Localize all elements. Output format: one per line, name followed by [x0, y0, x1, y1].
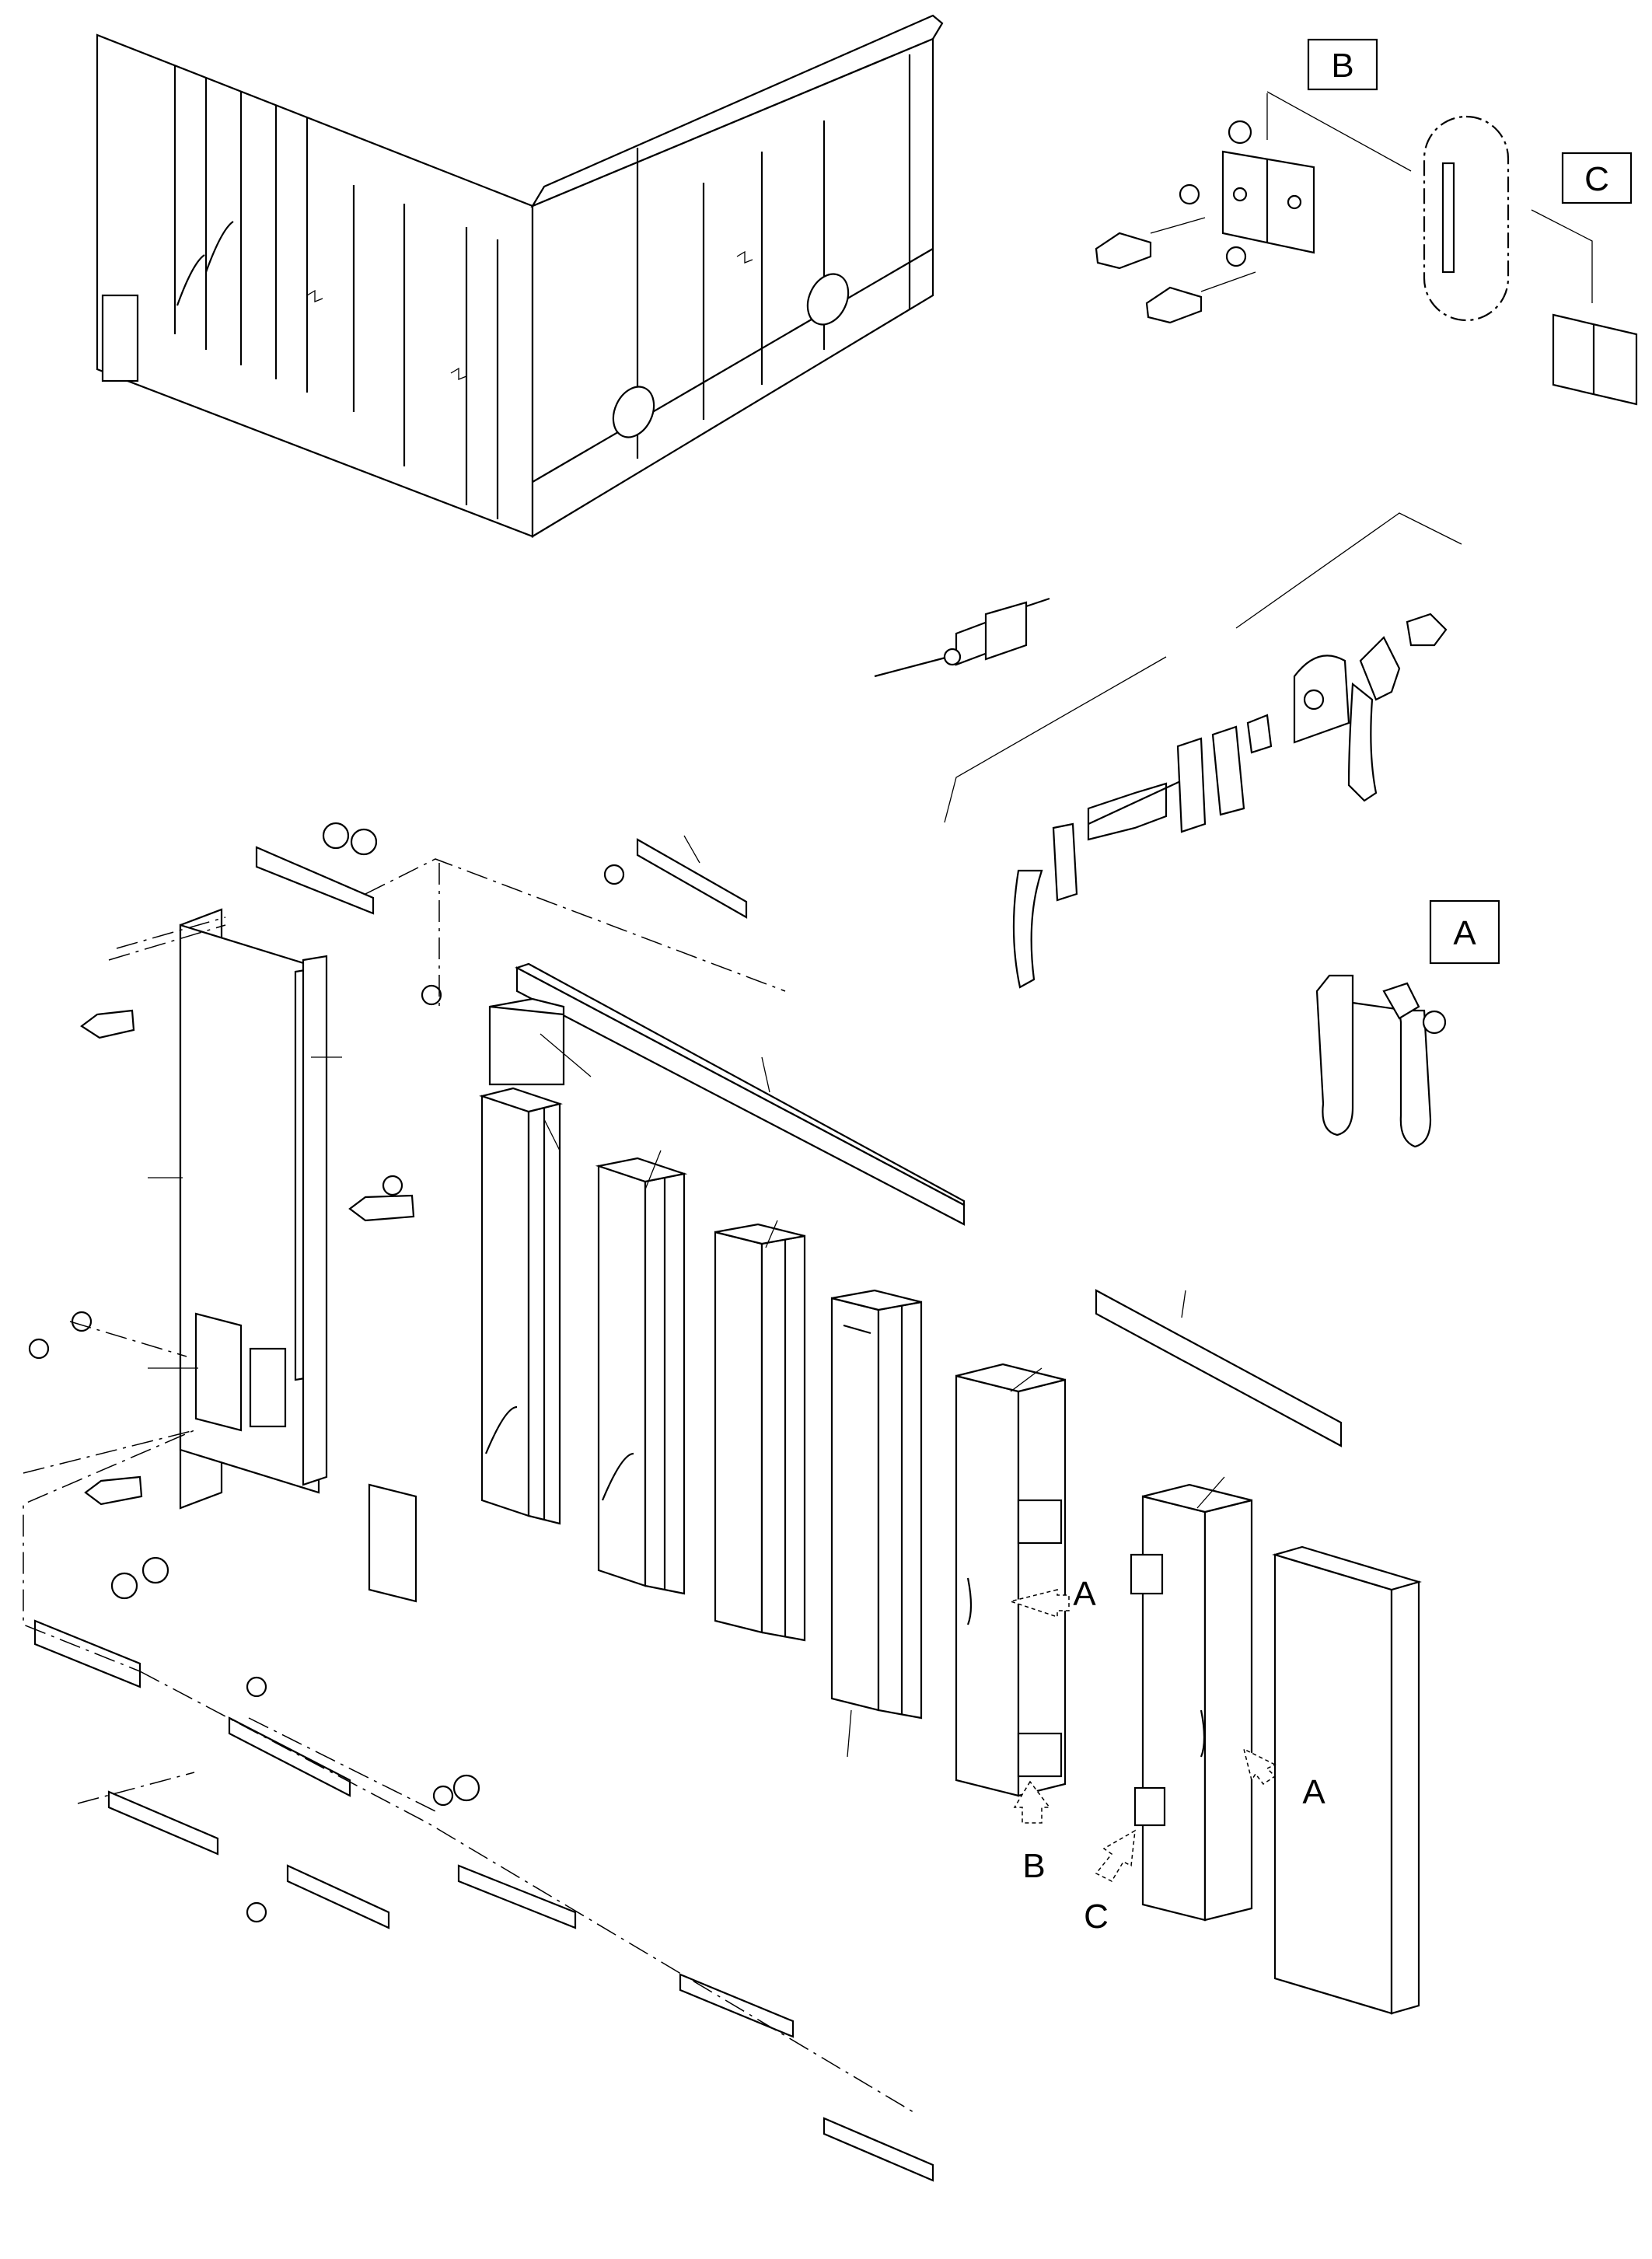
- latch-detail-a: A: [874, 512, 1500, 1148]
- rails: [33, 838, 1343, 2182]
- leader-lines: [148, 835, 1225, 1758]
- right-end-panel: [1272, 1545, 1422, 2015]
- exploded-panels: [23, 822, 1422, 2182]
- assembled-latch-handle: [1315, 974, 1447, 1148]
- view-arrow-a-upper: [1008, 1589, 1070, 1618]
- view-arrow-c: [1095, 1829, 1136, 1882]
- junction-box: [488, 997, 565, 1086]
- view-arrows: A B A C: [1008, 1575, 1325, 1936]
- detail-box-b: [1307, 38, 1378, 91]
- hinge-detail-b-c: B C: [1095, 38, 1638, 406]
- view-arrow-a-lower: [1242, 1747, 1277, 1786]
- view-label-c: C: [1084, 1898, 1109, 1936]
- door-with-hinges-b: [955, 1363, 1067, 1797]
- view-label-a-lower: A: [1302, 1773, 1325, 1811]
- centerlines: [23, 858, 918, 2115]
- detail-label-c: C: [1584, 160, 1609, 198]
- view-arrow-b: [1013, 1780, 1051, 1824]
- detail-box-c: [1561, 152, 1633, 204]
- view-label-a-upper: A: [1073, 1575, 1096, 1613]
- panel-5: [830, 1289, 923, 1720]
- panel-4: [714, 1223, 806, 1642]
- door-with-hinges-c: [1130, 1483, 1253, 1922]
- left-end-panel: [179, 908, 328, 1510]
- fasteners: [28, 822, 625, 1923]
- detail-label-b: B: [1331, 47, 1353, 85]
- detail-box-a: [1429, 899, 1500, 965]
- view-label-b: B: [1022, 1847, 1045, 1885]
- assembled-cabinet: [96, 14, 944, 538]
- panel-3: [595, 1157, 688, 1595]
- panel-2: [479, 1087, 563, 1525]
- detail-label-a: A: [1453, 914, 1476, 952]
